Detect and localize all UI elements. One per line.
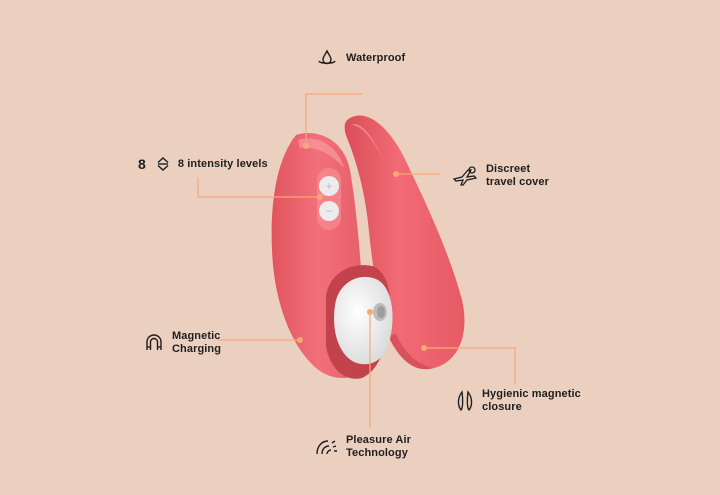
intensity-label: 8 intensity levels	[177, 157, 268, 170]
travel-cover-label: Discreet travel cover	[486, 163, 549, 188]
up-down-arrows-icon	[156, 156, 170, 172]
feature-waterproof: Waterproof	[316, 49, 405, 67]
feature-travel-cover: Discreet travel cover	[452, 163, 549, 189]
feature-air: Pleasure Air Technology	[314, 434, 411, 460]
magnet-icon	[144, 333, 164, 353]
minus-button	[319, 201, 339, 221]
svg-text:+: +	[325, 182, 333, 192]
air-wave-icon	[314, 437, 338, 457]
air-label: Pleasure Air Technology	[346, 434, 411, 459]
stimulator-head	[334, 276, 393, 365]
charging-label: Magnetic Charging	[172, 330, 222, 355]
travel-cover	[344, 115, 465, 370]
svg-text:−: −	[325, 207, 333, 217]
magnetic-closure-icon	[456, 389, 474, 413]
airplane-icon	[452, 165, 478, 187]
feature-intensity: 8 8 intensity levels	[138, 156, 268, 172]
waterproof-label: Waterproof	[346, 51, 406, 64]
intensity-count: 8	[138, 155, 146, 172]
water-drop-icon	[316, 49, 338, 67]
closure-label: Hygienic magnetic closure	[482, 388, 581, 413]
feature-closure: Hygienic magnetic closure	[456, 388, 581, 414]
plus-button	[319, 176, 339, 196]
feature-charging: Magnetic Charging	[144, 330, 221, 356]
